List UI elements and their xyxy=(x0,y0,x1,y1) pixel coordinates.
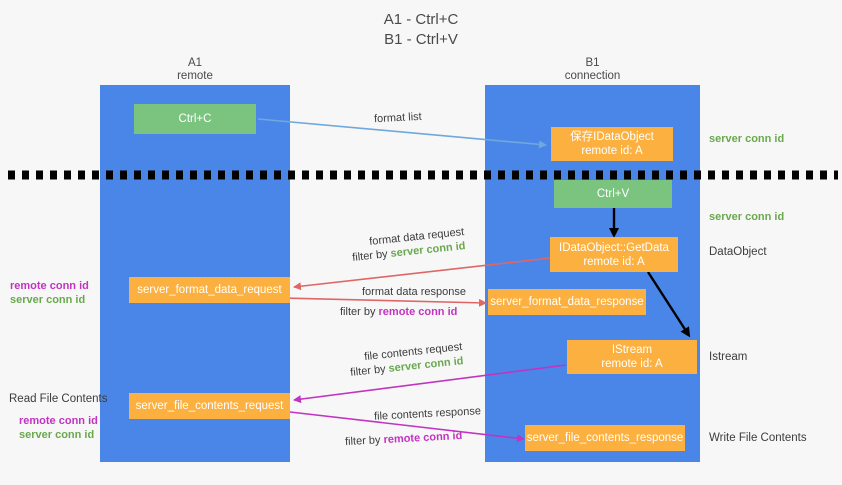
node-save-idataobject-sub: remote id: A xyxy=(581,145,643,157)
node-server-file-contents-response-label: server_file_contents_response xyxy=(526,432,684,444)
node-server-file-contents-request-label: server_file_contents_request xyxy=(135,400,284,412)
edge-label-format-data-response: format data response xyxy=(362,286,466,298)
node-server-file-contents-request[interactable]: server_file_contents_request xyxy=(129,393,290,419)
node-ctrl-v[interactable]: Ctrl+V xyxy=(554,180,672,208)
title-line-2: B1 - Ctrl+V xyxy=(384,31,458,48)
left-label-server-conn-id-mid: server conn id xyxy=(10,294,86,306)
right-label-write-file-contents: Write File Contents xyxy=(709,432,807,444)
right-label-istream: Istream xyxy=(709,351,748,363)
edge-filter-file-contents-response: filter by remote conn id xyxy=(345,429,463,449)
node-server-format-data-response[interactable]: server_format_data_response xyxy=(488,289,646,315)
lane-a1-name: A1 xyxy=(187,57,203,69)
node-server-format-data-request[interactable]: server_format_data_request xyxy=(129,277,290,303)
filter-key-remote-conn-id-1: remote conn id xyxy=(378,306,458,318)
left-label-remote-conn-id-mid: remote conn id xyxy=(10,280,89,292)
left-label-remote-conn-id-bottom: remote conn id xyxy=(19,415,98,427)
filter-key-remote-conn-id-2: remote conn id xyxy=(383,429,463,447)
lane-b1-name: B1 xyxy=(585,57,600,69)
filter-prefix-3: filter by xyxy=(349,362,390,379)
node-save-idataobject[interactable]: 保存IDataObject remote id: A xyxy=(551,127,673,161)
lane-header-a1: A1 remote xyxy=(100,57,290,83)
node-istream-sub: remote id: A xyxy=(601,358,663,370)
title-line-1: A1 - Ctrl+C xyxy=(383,11,459,28)
right-label-dataobject: DataObject xyxy=(709,246,767,258)
page-title: A1 - Ctrl+C B1 - Ctrl+V xyxy=(0,10,842,50)
node-server-format-data-request-label: server_format_data_request xyxy=(137,284,282,296)
filter-prefix-2: filter by xyxy=(340,306,379,318)
node-server-file-contents-response[interactable]: server_file_contents_response xyxy=(525,425,685,451)
node-idataobject-getdata[interactable]: IDataObject::GetData remote id: A xyxy=(550,237,678,272)
lane-header-b1: B1 connection xyxy=(485,57,700,83)
filter-prefix-4: filter by xyxy=(344,434,384,449)
node-ctrl-c[interactable]: Ctrl+C xyxy=(134,104,256,134)
node-istream-label: IStream xyxy=(611,344,653,356)
node-ctrl-v-label: Ctrl+V xyxy=(596,188,630,200)
left-label-read-file-contents: Read File Contents xyxy=(9,393,108,405)
edge-label-format-list: format list xyxy=(373,110,422,126)
right-label-server-conn-id-top: server conn id xyxy=(709,133,785,145)
node-istream[interactable]: IStream remote id: A xyxy=(567,340,697,374)
edge-filter-format-data-response: filter by remote conn id xyxy=(340,305,457,319)
node-save-idataobject-label: 保存IDataObject xyxy=(570,131,654,143)
node-server-format-data-response-label: server_format_data_response xyxy=(490,296,644,308)
lane-a1-role: remote xyxy=(177,70,213,82)
lane-b1-role: connection xyxy=(564,70,621,82)
right-label-server-conn-id-mid: server conn id xyxy=(709,211,785,223)
node-idataobject-getdata-sub: remote id: A xyxy=(583,255,645,268)
filter-prefix-1: filter by xyxy=(351,247,392,264)
left-label-server-conn-id-bottom: server conn id xyxy=(19,429,95,441)
node-idataobject-getdata-label: IDataObject::GetData xyxy=(559,241,669,254)
edge-label-file-contents-response: file contents response xyxy=(373,405,482,423)
node-ctrl-c-label: Ctrl+C xyxy=(178,113,212,125)
